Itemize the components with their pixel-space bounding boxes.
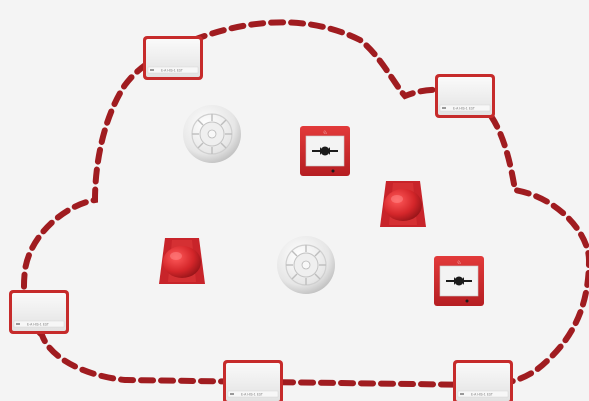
network-loop [24, 22, 589, 385]
control-panel-icon [143, 36, 203, 80]
control-panel-2: E-A HIS-1 EST [435, 74, 495, 118]
sounder-beacon-icon [159, 238, 205, 284]
smoke-detector-1 [183, 105, 241, 163]
smoke-detector-icon [183, 105, 241, 163]
control-panel-5: E-A HIS-1 EST [453, 360, 513, 401]
panel-display-text: E-A HIS-1 EST [453, 107, 475, 111]
control-panel-1: E-A HIS-1 EST [143, 36, 203, 80]
panel-display-text: E-A HIS-1 EST [471, 393, 493, 397]
panel-display-text: E-A HIS-1 EST [241, 393, 263, 397]
control-panel-icon [435, 74, 495, 118]
control-panel-3: E-A HIS-1 EST [9, 290, 69, 334]
sounder-beacon-1 [380, 181, 426, 227]
call-point-symbol: ♘ [323, 130, 327, 136]
panel-display-text: E-A HIS-1 EST [161, 69, 183, 73]
control-panel-icon [9, 290, 69, 334]
sounder-beacon-2 [159, 238, 205, 284]
manual-call-point-2: ♘ [434, 256, 484, 306]
control-panel-4: E-A HIS-1 EST [223, 360, 283, 401]
manual-call-point-1: ♘ [300, 126, 350, 176]
call-point-symbol: ♘ [457, 260, 461, 266]
panel-display-text: E-A HIS-1 EST [27, 323, 49, 327]
sounder-beacon-icon [380, 181, 426, 227]
smoke-detector-icon [277, 236, 335, 294]
smoke-detector-2 [277, 236, 335, 294]
